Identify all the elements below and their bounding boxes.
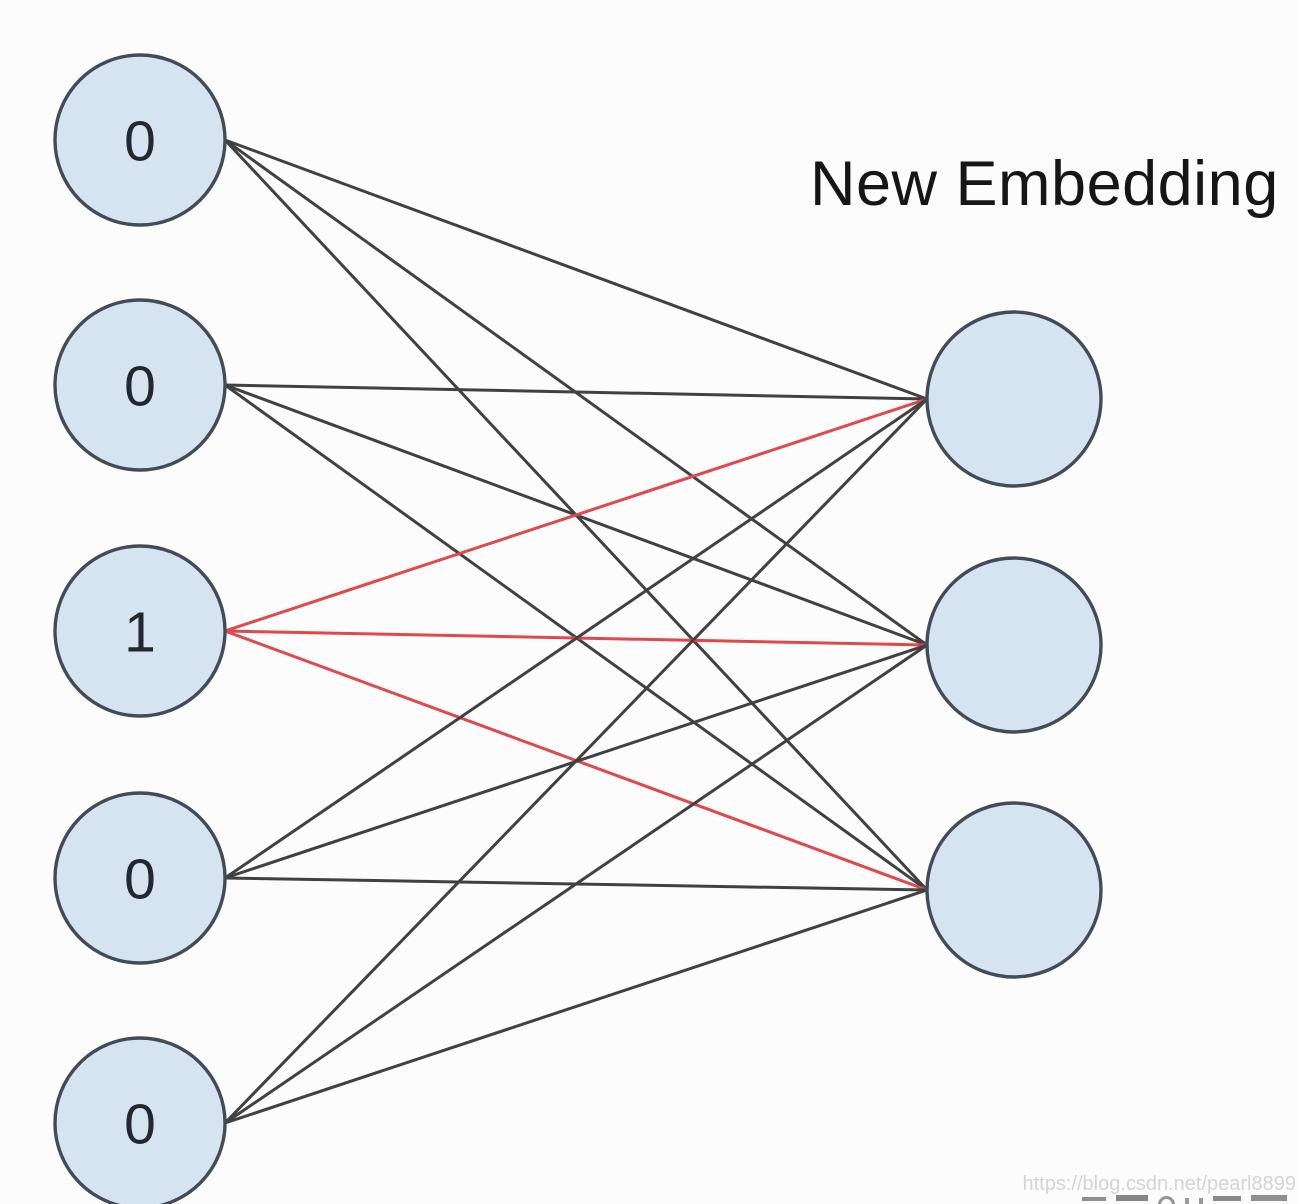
edge-in4-out0 [223,397,929,1125]
diagram-title: New Embedding [810,149,1279,219]
input-node-1 [53,298,227,472]
watermark-url: https://blog.csdn.net/pearl8899 [1022,1173,1296,1195]
input-node-0 [53,53,227,227]
input-node-1-label: 0 [124,355,156,419]
edge-in0-out0 [223,138,929,401]
clipped-text-fragment [1082,1197,1106,1204]
input-node-3 [53,791,227,965]
input-node-2-label: 1 [124,601,156,665]
clipped-text-fragment [1116,1195,1148,1204]
input-node-4-label: 0 [124,1093,156,1157]
clipped-text-fragment [1185,1198,1189,1204]
input-node-3-label: 0 [124,848,156,912]
clipped-text-fragment [1199,1198,1203,1204]
output-node-1 [925,556,1103,734]
input-node-2 [53,544,227,718]
edge-in2-out0-highlighted [223,397,929,633]
output-node-2 [925,801,1103,979]
edge-in4-out1 [223,643,929,1125]
clipped-text-fragment [1213,1196,1241,1204]
output-node-0 [925,310,1103,488]
clipped-text-fragment [1251,1195,1287,1204]
edge-in3-out0 [223,397,929,880]
clipped-watermark-fragments [1082,1193,1296,1204]
clipped-text-fragment [1158,1196,1175,1204]
input-node-0-label: 0 [124,110,156,174]
input-node-4 [53,1036,227,1204]
edge-in1-out0 [223,383,929,401]
edge-in4-out2 [223,888,929,1125]
